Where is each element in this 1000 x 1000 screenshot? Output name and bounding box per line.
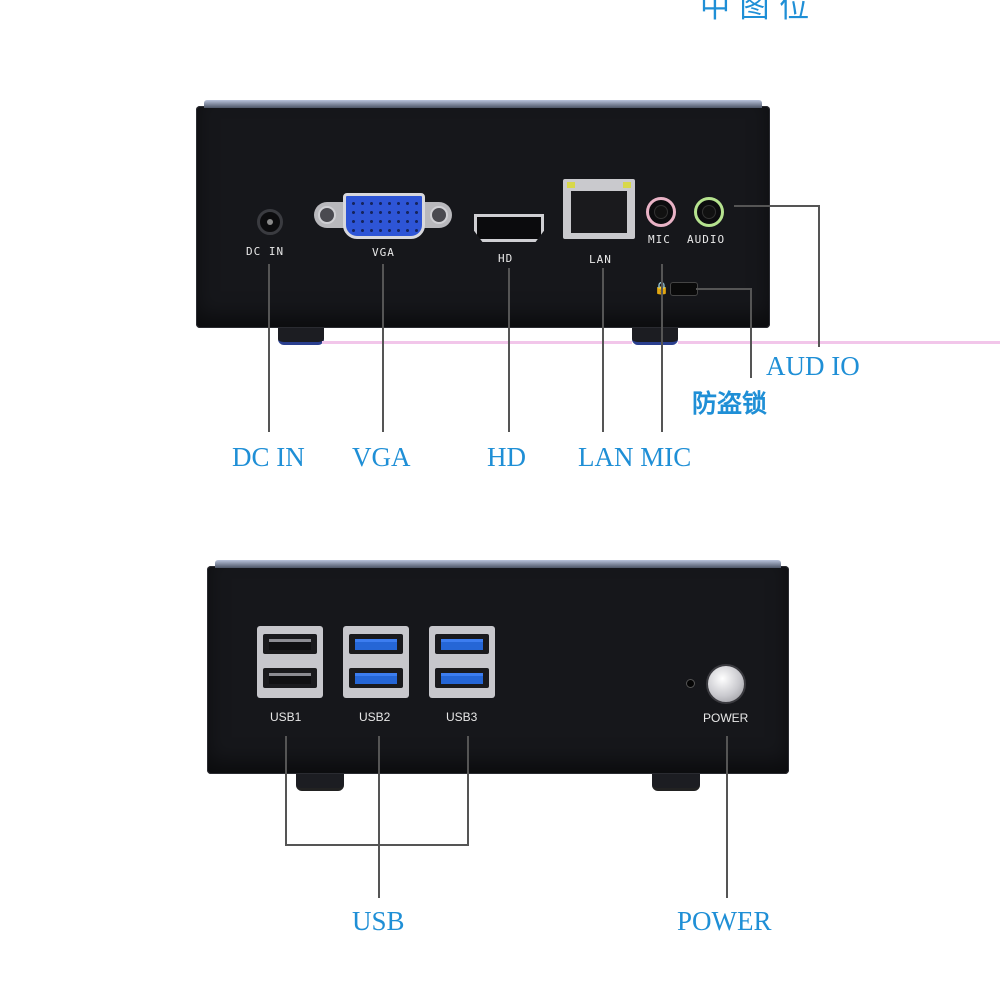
lan-led-left	[567, 182, 575, 188]
leader-audio-v	[818, 205, 820, 347]
device-top-edge	[204, 100, 762, 108]
callout-usb: USB	[352, 906, 405, 936]
leader-power	[726, 736, 728, 898]
leader-lock-h	[696, 288, 752, 290]
usb-tongue	[441, 673, 483, 684]
callout-anti-theft-lock: 防盗锁	[692, 389, 768, 418]
cropped-title: 中 图 位	[700, 0, 810, 25]
usb-slot	[349, 668, 403, 688]
leader-usb1	[285, 736, 287, 846]
leader-audio-h	[734, 205, 820, 207]
callout-audio-io: AUD IO	[766, 351, 860, 381]
usb1-port-stack	[257, 626, 323, 698]
rear-panel-device: DC IN VGA HD LAN MIC AUDIO 🔒	[196, 100, 770, 328]
mic-port-label: MIC	[648, 233, 671, 246]
power-led	[686, 679, 695, 688]
vga-screw-right	[430, 206, 448, 224]
leader-vga	[382, 264, 384, 432]
vga-screw-left	[318, 206, 336, 224]
power-port-label: POWER	[703, 711, 749, 725]
dc-in-port-label: DC IN	[246, 245, 285, 258]
callout-power: POWER	[677, 906, 772, 936]
usb-slot	[263, 634, 317, 654]
lan-connector	[563, 179, 635, 239]
usb3-port-stack	[429, 626, 495, 698]
callout-vga: VGA	[352, 442, 411, 472]
vga-port-label: VGA	[372, 246, 395, 259]
callout-hd: HD	[487, 442, 526, 472]
hdmi-connector	[474, 214, 544, 242]
decorative-line	[678, 341, 1000, 344]
usb-tongue	[269, 673, 311, 684]
audio-port-label: AUDIO	[687, 233, 726, 246]
device-foot-right	[632, 328, 678, 345]
usb-tongue	[269, 639, 311, 650]
lan-socket	[571, 191, 627, 233]
lan-port-label: LAN	[589, 253, 612, 266]
usb-slot	[435, 634, 489, 654]
usb1-port-label: USB1	[270, 710, 302, 724]
decorative-line	[322, 341, 632, 344]
leader-usb3	[467, 736, 469, 846]
leader-lan	[602, 268, 604, 432]
anti-theft-lock-slot	[670, 282, 698, 296]
front-panel-device: USB1 USB2 USB3 POWER	[207, 560, 789, 774]
vga-connector	[343, 193, 425, 239]
device-foot-right	[652, 774, 700, 791]
leader-hd	[508, 268, 510, 432]
usb2-port-label: USB2	[359, 710, 391, 724]
usb-slot	[349, 634, 403, 654]
leader-usb-bracket	[285, 844, 469, 846]
lan-led-right	[623, 182, 631, 188]
leader-dc-in	[268, 264, 270, 432]
audio-jack	[694, 197, 724, 227]
callout-lan-mic: LAN MIC	[578, 442, 692, 472]
usb-slot	[435, 668, 489, 688]
hd-port-label: HD	[498, 252, 514, 265]
callout-dc-in: DC IN	[232, 442, 305, 472]
usb2-port-stack	[343, 626, 409, 698]
device-foot-left	[278, 328, 324, 345]
usb3-port-label: USB3	[446, 710, 478, 724]
usb-tongue	[355, 639, 397, 650]
usb-tongue	[355, 673, 397, 684]
device-top-edge	[215, 560, 781, 568]
mic-jack	[646, 197, 676, 227]
device-foot-left	[296, 774, 344, 791]
power-button	[706, 664, 746, 704]
leader-usb2	[378, 736, 380, 898]
leader-lock-v	[750, 288, 752, 378]
leader-mic	[661, 264, 663, 432]
dc-in-jack	[257, 209, 283, 235]
usb-slot	[263, 668, 317, 688]
usb-tongue	[441, 639, 483, 650]
